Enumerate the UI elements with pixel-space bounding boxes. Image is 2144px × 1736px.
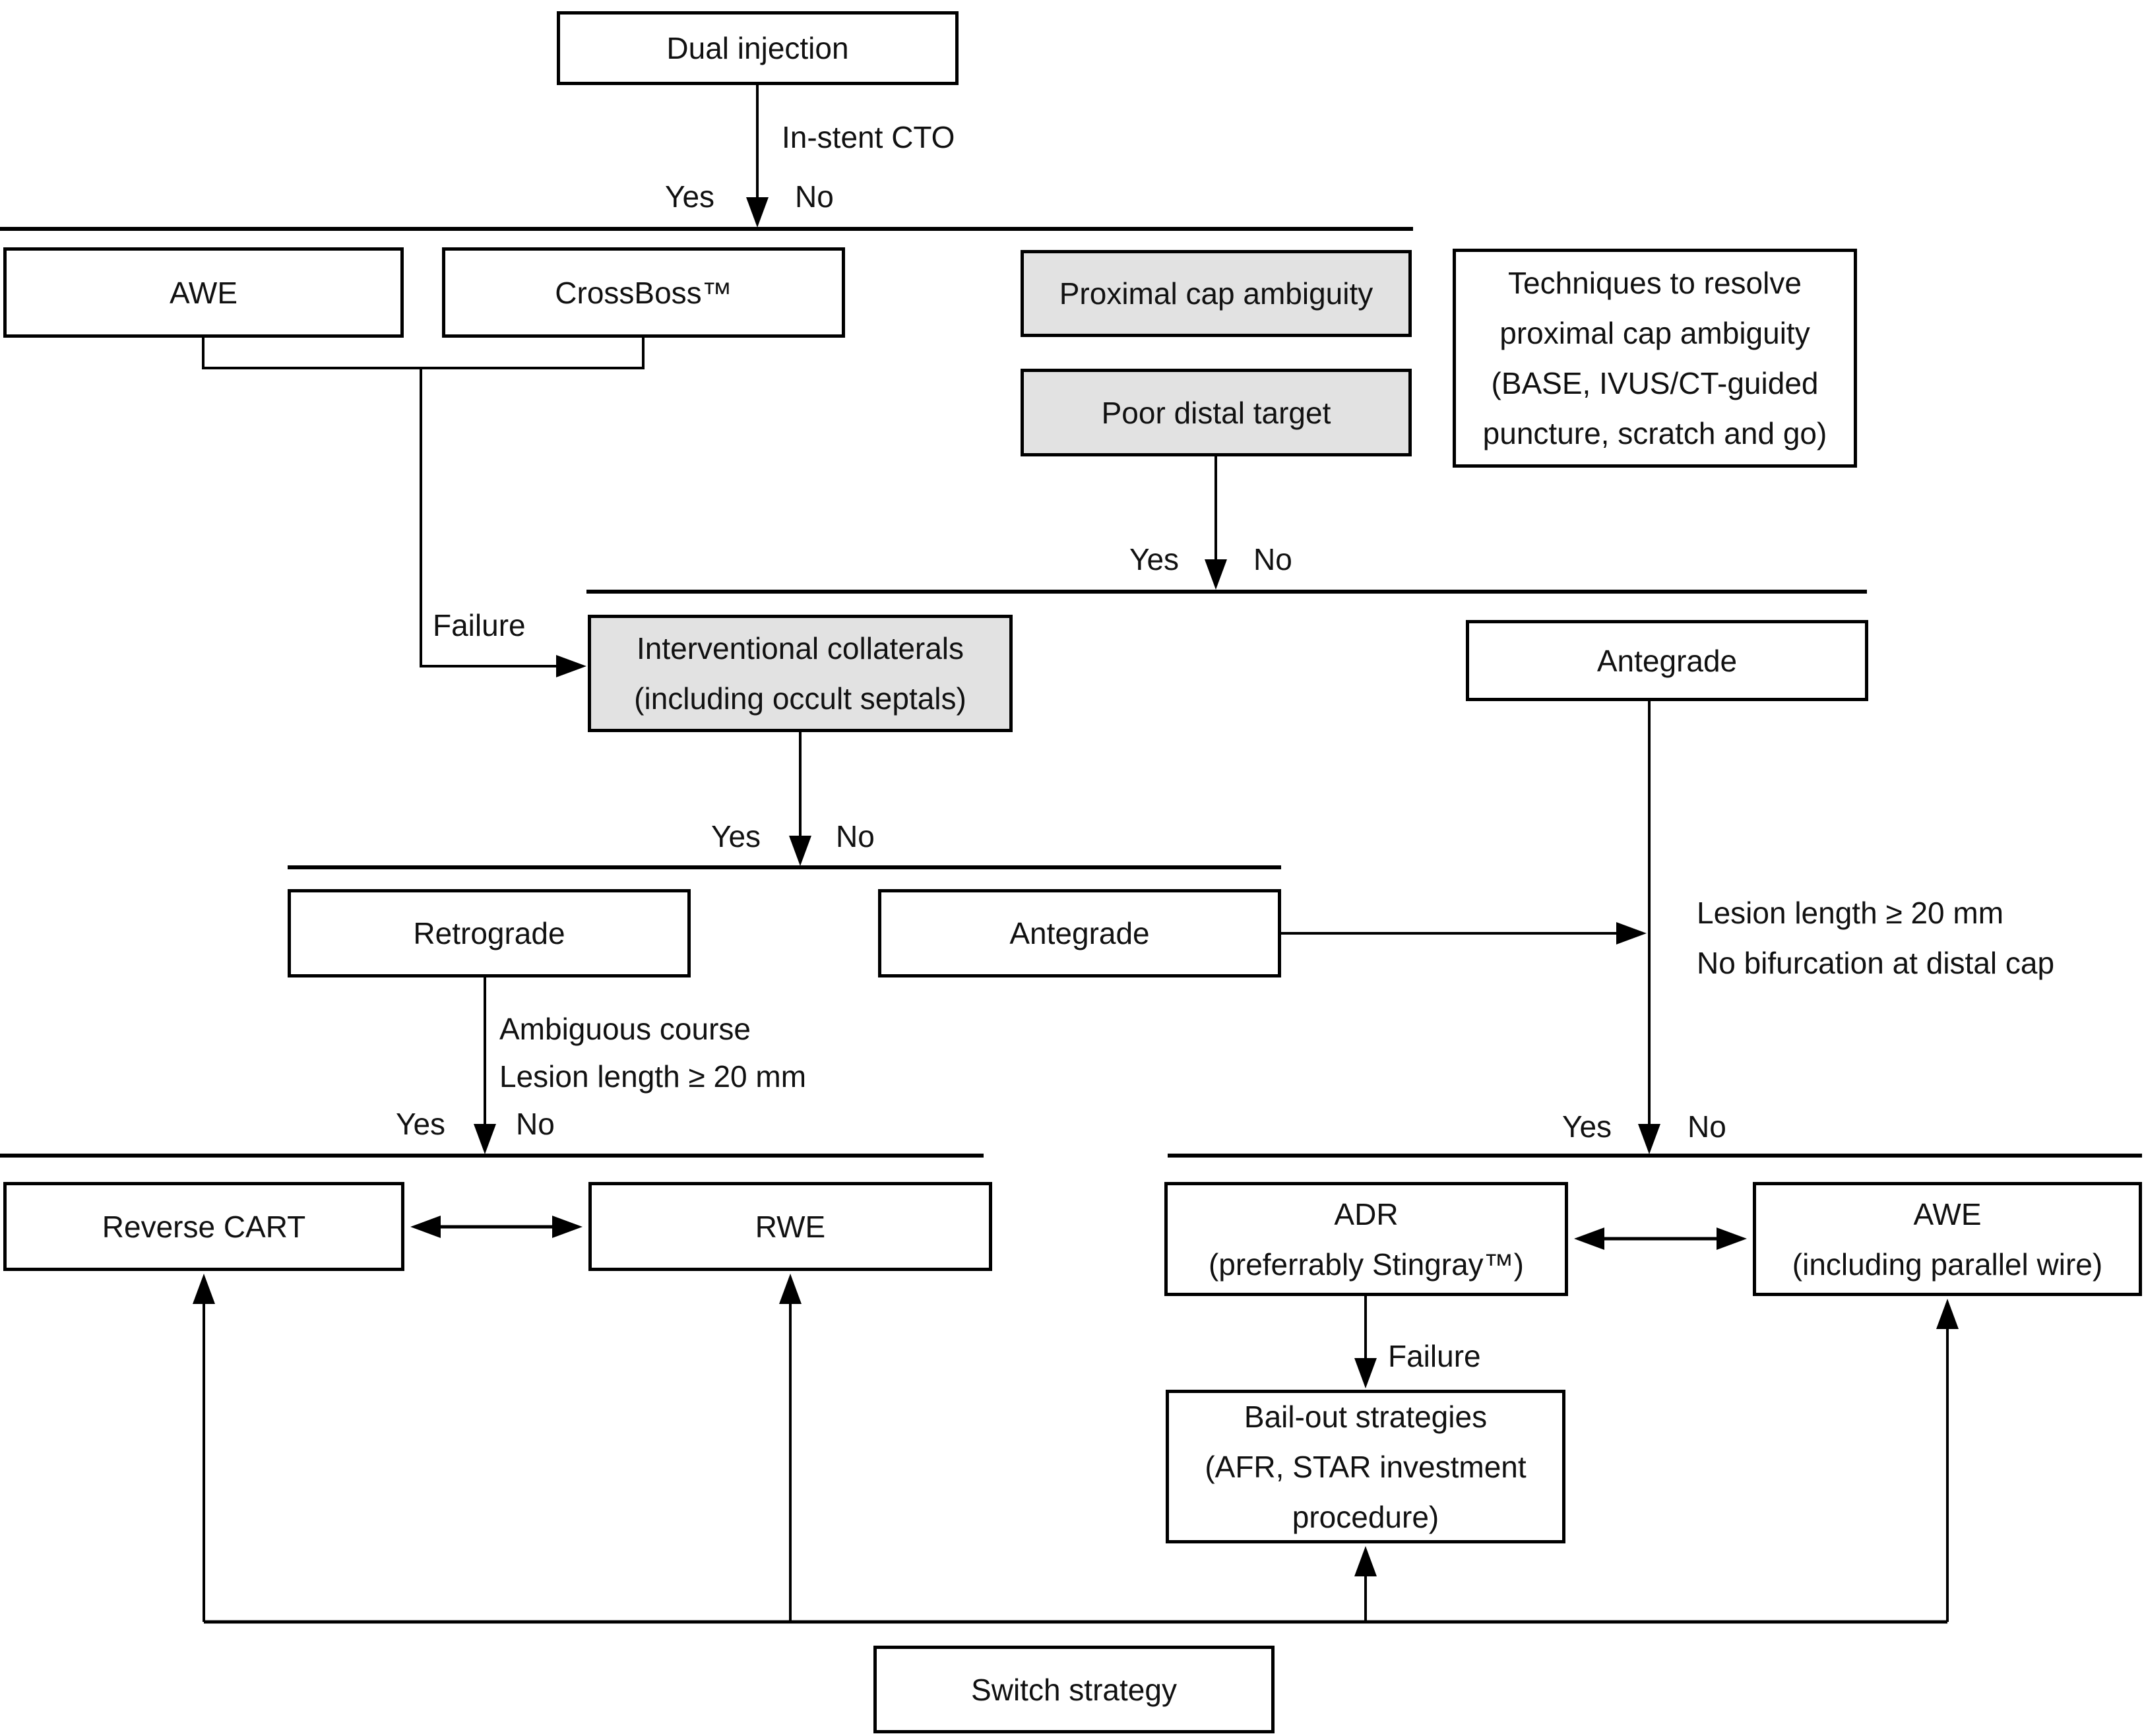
arrowhead-adr-awe-left (1574, 1227, 1604, 1250)
label-no-2: No (1253, 542, 1292, 576)
node-bail-out: Bail-out strategies (AFR, STAR investmen… (1166, 1390, 1565, 1543)
node-reverse-cart: Reverse CART (3, 1182, 404, 1271)
arrowhead-retrograde (474, 1124, 496, 1154)
label-yes-1: Yes (665, 179, 715, 214)
node-antegrade-right: Antegrade (1466, 620, 1868, 701)
node-retrograde: Retrograde (288, 889, 691, 977)
label-in-stent-cto: In-stent CTO (782, 120, 955, 154)
label-yes-2: Yes (1129, 542, 1180, 576)
label-yes-5: Yes (1562, 1109, 1612, 1144)
node-antegrade-mid: Antegrade (878, 889, 1281, 977)
arrowhead-antegrade-right (1638, 1124, 1660, 1154)
node-interventional-collaterals: Interventional collaterals (including oc… (588, 615, 1013, 732)
connector-failure-down (420, 368, 559, 667)
connector-awe-crossboss-bracket (202, 338, 645, 369)
node-crossboss: CrossBoss™ (442, 247, 845, 338)
node-switch-strategy: Switch strategy (873, 1646, 1275, 1733)
label-no-4: No (516, 1107, 555, 1141)
arrowhead-cart-rwe-right (552, 1216, 583, 1238)
arrowhead-cart-rwe-left (410, 1216, 441, 1238)
arrowhead-to-bailout (1354, 1546, 1377, 1576)
arrowhead-to-awe-parallel (1936, 1299, 1959, 1329)
node-techniques: Techniques to resolve proximal cap ambig… (1453, 249, 1857, 468)
label-ambiguous-course: Ambiguous course Lesion length ≥ 20 mm (499, 1012, 807, 1094)
node-proximal-cap-ambiguity: Proximal cap ambiguity (1021, 250, 1412, 337)
arrowhead-antegrade-mid (1616, 922, 1647, 945)
label-failure-2: Failure (1388, 1339, 1481, 1373)
arrowhead-to-rwe (779, 1274, 802, 1304)
node-poor-distal-target: Poor distal target (1021, 369, 1412, 456)
arrowhead-interventional (789, 836, 811, 866)
label-no-1: No (795, 179, 834, 214)
label-no-3: No (836, 819, 875, 853)
arrowhead-failure-right (556, 655, 586, 677)
node-dual-injection: Dual injection (557, 11, 959, 85)
label-yes-4: Yes (396, 1107, 446, 1141)
arrowhead-poor-distal (1205, 559, 1227, 590)
arrowhead-adr-awe-right (1717, 1227, 1747, 1250)
node-awe-parallel-wire: AWE (including parallel wire) (1753, 1182, 2142, 1296)
arrowhead-dual-injection (746, 197, 769, 228)
label-yes-3: Yes (711, 819, 761, 853)
label-failure-1: Failure (433, 608, 526, 642)
node-awe-top: AWE (3, 247, 404, 338)
node-rwe: RWE (588, 1182, 992, 1271)
label-no-5: No (1687, 1109, 1726, 1144)
arrowhead-to-reverse-cart (193, 1274, 215, 1304)
label-lesion-length-right: Lesion length ≥ 20 mm No bifurcation at … (1697, 896, 2055, 980)
arrowhead-adr-failure (1354, 1358, 1377, 1388)
node-adr: ADR (preferrably Stingray™) (1164, 1182, 1568, 1296)
